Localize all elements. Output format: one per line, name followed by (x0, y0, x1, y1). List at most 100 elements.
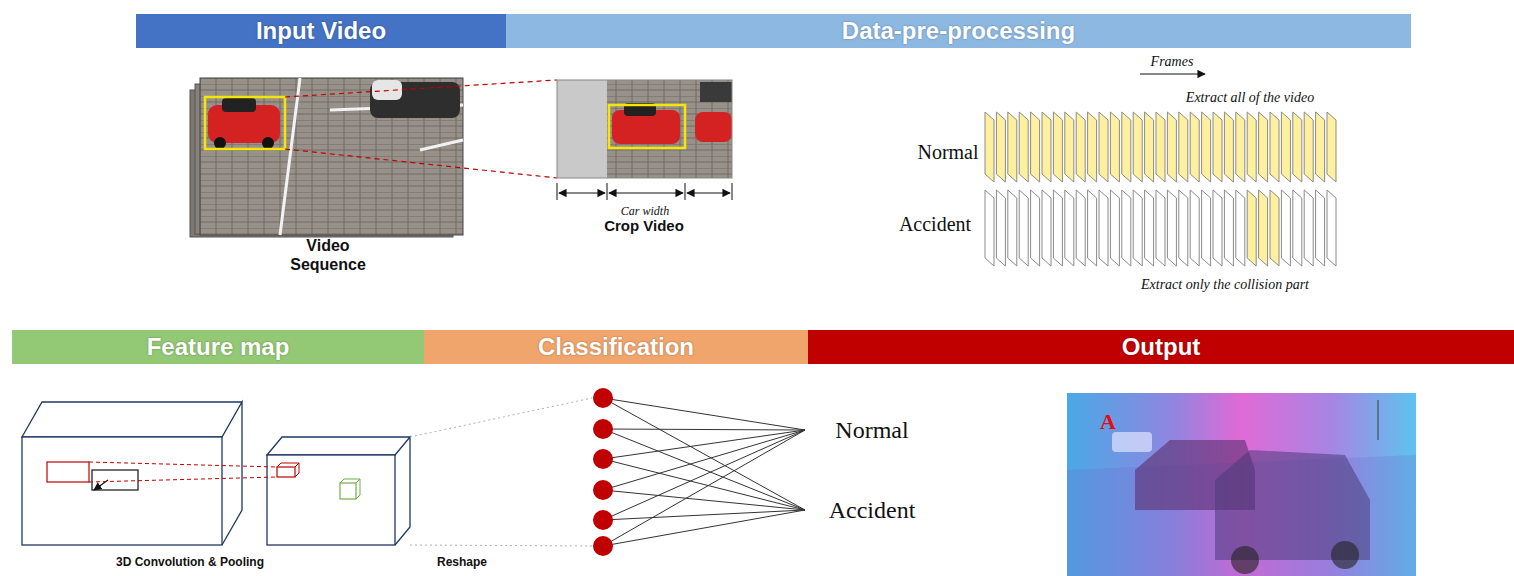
band-title: Classification (538, 333, 694, 361)
label-text: A (1100, 409, 1116, 435)
video-frame (1304, 112, 1313, 182)
video-frame (996, 190, 1005, 266)
crop-video-photo (695, 112, 732, 142)
row-label: Normal (917, 140, 978, 164)
video-frame (1327, 112, 1336, 182)
video-frame (1110, 190, 1119, 266)
reshape-leader (410, 398, 592, 546)
crop-leader (285, 80, 557, 178)
label-text: Normal (917, 140, 978, 164)
label-text: Accident (899, 212, 971, 236)
video-frame (1259, 190, 1268, 266)
video-frame (1099, 190, 1108, 266)
video-frame (1145, 190, 1154, 266)
video-frame (1042, 190, 1051, 266)
video-frame (1122, 190, 1131, 266)
video-frame (1076, 112, 1085, 182)
crop-video-photo (557, 80, 607, 178)
network-connection (603, 398, 805, 430)
crop-video-photo (609, 105, 685, 148)
video-frame (1293, 112, 1302, 182)
video-frame (1293, 190, 1302, 266)
video-frame (1236, 190, 1245, 266)
dimension-label: Car width (621, 204, 669, 218)
label-text: Frames (1151, 54, 1194, 71)
video-frame (1167, 190, 1176, 266)
video-frame (1008, 112, 1017, 182)
video-frame (1247, 112, 1256, 182)
network-connection (603, 430, 805, 459)
neuron (593, 510, 613, 530)
crop-video-photo (607, 80, 732, 178)
network-connection (603, 430, 805, 490)
video-frame (985, 190, 994, 266)
feature-cuboid (22, 402, 410, 545)
feature-cuboid (22, 402, 242, 545)
figure-caption: Reshape (437, 555, 487, 569)
feature-cuboid (22, 437, 222, 545)
section-band: Data-pre-processing (506, 14, 1411, 48)
network-connection (603, 459, 805, 510)
video-frame (1224, 112, 1233, 182)
video-frame (1122, 112, 1131, 182)
figure-caption: Crop Video (604, 217, 684, 235)
network-connection (603, 430, 805, 520)
video-frame (1110, 112, 1119, 182)
video-frame (1190, 112, 1199, 182)
frame-strip (985, 112, 1336, 266)
dimension-arrows (557, 183, 732, 200)
crop-video-photo (557, 80, 732, 178)
crop-video-photo (700, 82, 732, 102)
video-frame (1316, 190, 1325, 266)
class-label: Normal (835, 416, 908, 445)
neuron (593, 388, 613, 408)
video-frame (1236, 112, 1245, 182)
video-frame (1133, 112, 1142, 182)
video-frame (1008, 190, 1017, 266)
feature-cuboid (89, 462, 277, 482)
output-photo (1377, 400, 1379, 440)
section-band: Output (808, 330, 1514, 364)
note-text: Extract only the collision part (1141, 277, 1309, 294)
band-title: Data-pre-processing (842, 17, 1075, 45)
video-frame (1179, 112, 1188, 182)
video-frame (1270, 190, 1279, 266)
video-frame (1133, 190, 1142, 266)
network-connection (603, 429, 805, 510)
note-text: Extract all of the video (1186, 90, 1314, 107)
video-frame (1145, 112, 1154, 182)
dimension-arrows (557, 183, 732, 200)
network-layer (593, 388, 805, 556)
feature-cuboid (340, 479, 360, 499)
video-frame (996, 112, 1005, 182)
video-sequence-photo (214, 137, 226, 149)
video-sequence-photo (280, 78, 463, 235)
video-frame (1304, 190, 1313, 266)
section-band: Classification (424, 330, 808, 364)
frames-arrow (1140, 74, 1205, 75)
label-text: Video Sequence (283, 236, 373, 274)
video-frame (1259, 112, 1268, 182)
video-frame (1213, 190, 1222, 266)
video-frame (1053, 112, 1062, 182)
neuron (593, 536, 613, 556)
video-sequence-photo (205, 97, 285, 149)
network-connection (603, 510, 805, 546)
video-frame (1088, 112, 1097, 182)
dimension-arrows (609, 192, 683, 193)
figure-caption: Video Sequence (283, 236, 373, 274)
crop-video-photo (557, 80, 732, 178)
section-band: Input Video (136, 14, 506, 48)
label-text: Reshape (437, 555, 487, 569)
video-frame (1053, 190, 1062, 266)
video-sequence-photo (200, 78, 463, 235)
video-frame (1202, 112, 1211, 182)
video-frame (1019, 112, 1028, 182)
image-marker: A (1100, 409, 1116, 435)
band-title: Output (1122, 333, 1201, 361)
feature-cuboid (277, 463, 299, 477)
video-frame (1281, 190, 1290, 266)
class-label: Accident (829, 496, 916, 525)
section-band: Feature map (12, 330, 424, 364)
label-text: Extract all of the video (1186, 90, 1314, 107)
